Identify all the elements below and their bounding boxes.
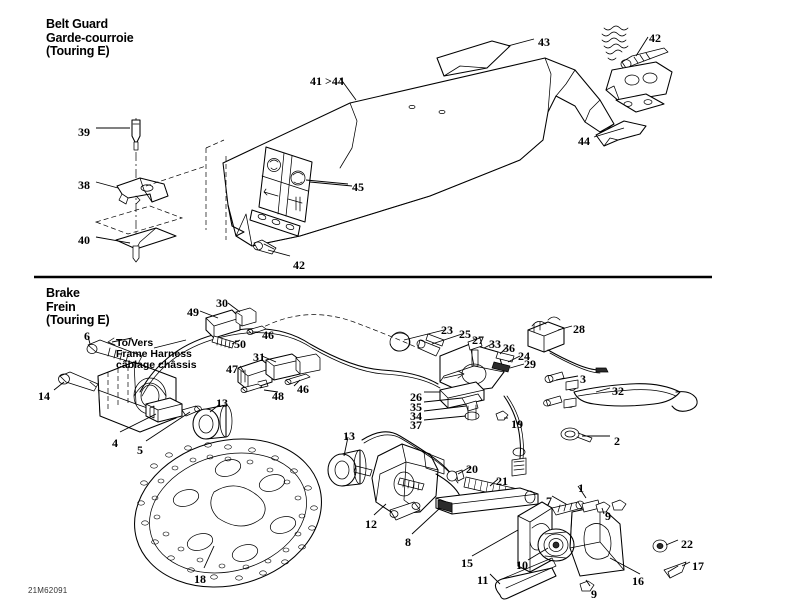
- callout-21: 21: [496, 474, 508, 488]
- callout-9-upper: 9: [605, 509, 611, 523]
- callout-12: 12: [365, 517, 377, 531]
- misc-small-parts: [543, 395, 563, 407]
- harness-pointer: [107, 337, 133, 346]
- callout-15: 15: [461, 556, 473, 570]
- callout-31: 31: [253, 350, 265, 364]
- linkage-20-21-8: [435, 469, 539, 515]
- callout-18: 18: [194, 572, 206, 586]
- callout-14: 14: [38, 389, 50, 403]
- callout-23: 23: [441, 323, 453, 337]
- callout-16: 16: [632, 574, 644, 588]
- callout-8: 8: [405, 535, 411, 549]
- callout-10: 10: [516, 558, 528, 572]
- callout-33: 33: [489, 337, 501, 351]
- bracket-assembly-left: [94, 118, 227, 263]
- brake-lever-32: [544, 371, 698, 443]
- callout-7: 7: [546, 494, 552, 508]
- callout-13-right: 13: [343, 429, 355, 443]
- brake-disc-18: [134, 438, 322, 588]
- callout-42-upper: 42: [649, 31, 661, 45]
- callout-4: 4: [112, 436, 118, 450]
- callout-36: 36: [503, 341, 515, 355]
- belt-guard-hardware-right: [601, 25, 673, 113]
- callout-48: 48: [272, 389, 284, 403]
- callout-44: 44: [578, 134, 590, 148]
- callout-25: 25: [459, 327, 471, 341]
- callout-37: 37: [410, 418, 422, 432]
- callout-22: 22: [681, 537, 693, 551]
- document-footer-code: 21M62091: [28, 586, 68, 595]
- brake-leaders: [53, 181, 691, 587]
- callout-13-left: 13: [216, 396, 228, 410]
- belt-guard-panel: [222, 57, 615, 247]
- part-44-arm: [595, 120, 647, 147]
- callout-17: 17: [692, 559, 704, 573]
- callout-43: 43: [538, 35, 550, 49]
- callout-32: 32: [612, 384, 624, 398]
- callout-5: 5: [137, 443, 143, 457]
- callout-28: 28: [573, 322, 585, 336]
- annotation-frame-harness: To/Vers Frame Harness câblage châssis: [116, 337, 197, 371]
- section-title-brake: Brake Frein (Touring E): [46, 286, 110, 327]
- caliper-body-12: [371, 443, 445, 521]
- callout-3: 3: [580, 372, 586, 386]
- callout-1: 1: [578, 481, 584, 495]
- callout-41-44: 41 >44: [310, 74, 344, 88]
- callout-27: 27: [472, 333, 484, 347]
- section-title-belt-guard: Belt Guard Garde-courroie (Touring E): [46, 17, 134, 58]
- callout-49: 49: [187, 305, 199, 319]
- master-cylinder-cluster: [389, 331, 515, 421]
- switch-28: [527, 316, 609, 374]
- callout-29: 29: [524, 357, 536, 371]
- cable-lower: [503, 395, 527, 477]
- callout-45: 45: [352, 180, 364, 194]
- callout-9-lower: 9: [591, 587, 597, 601]
- callout-40: 40: [78, 233, 90, 247]
- callout-26: 26: [410, 390, 422, 404]
- belt-guard-decal: [258, 146, 313, 223]
- callout-47: 47: [226, 362, 238, 376]
- caliper-block-left: [58, 339, 202, 433]
- callout-24: 24: [518, 349, 530, 363]
- hub-left: [192, 404, 233, 440]
- pedal-assembly: [494, 499, 687, 600]
- callout-2: 2: [614, 434, 620, 448]
- callout-19: 19: [511, 417, 523, 431]
- callout-46-upper: 46: [262, 328, 274, 342]
- callout-20: 20: [466, 462, 478, 476]
- callout-42-lower: 42: [293, 258, 305, 272]
- callout-46-lower: 46: [297, 382, 309, 396]
- callout-50: 50: [234, 337, 246, 351]
- callout-6: 6: [84, 329, 90, 343]
- callout-39: 39: [78, 125, 90, 139]
- part-43-flap: [436, 40, 511, 77]
- callout-11: 11: [477, 573, 489, 587]
- callout-38: 38: [78, 178, 90, 192]
- hub-right: [327, 449, 373, 487]
- belt-guard-leaders: [95, 36, 649, 257]
- connector-group-lower: [237, 353, 321, 393]
- brake-hose: [139, 314, 461, 497]
- belt-guard-lower-strip: [249, 209, 301, 237]
- callout-35: 35: [410, 400, 422, 414]
- callout-30: 30: [216, 296, 228, 310]
- callout-34: 34: [410, 409, 422, 423]
